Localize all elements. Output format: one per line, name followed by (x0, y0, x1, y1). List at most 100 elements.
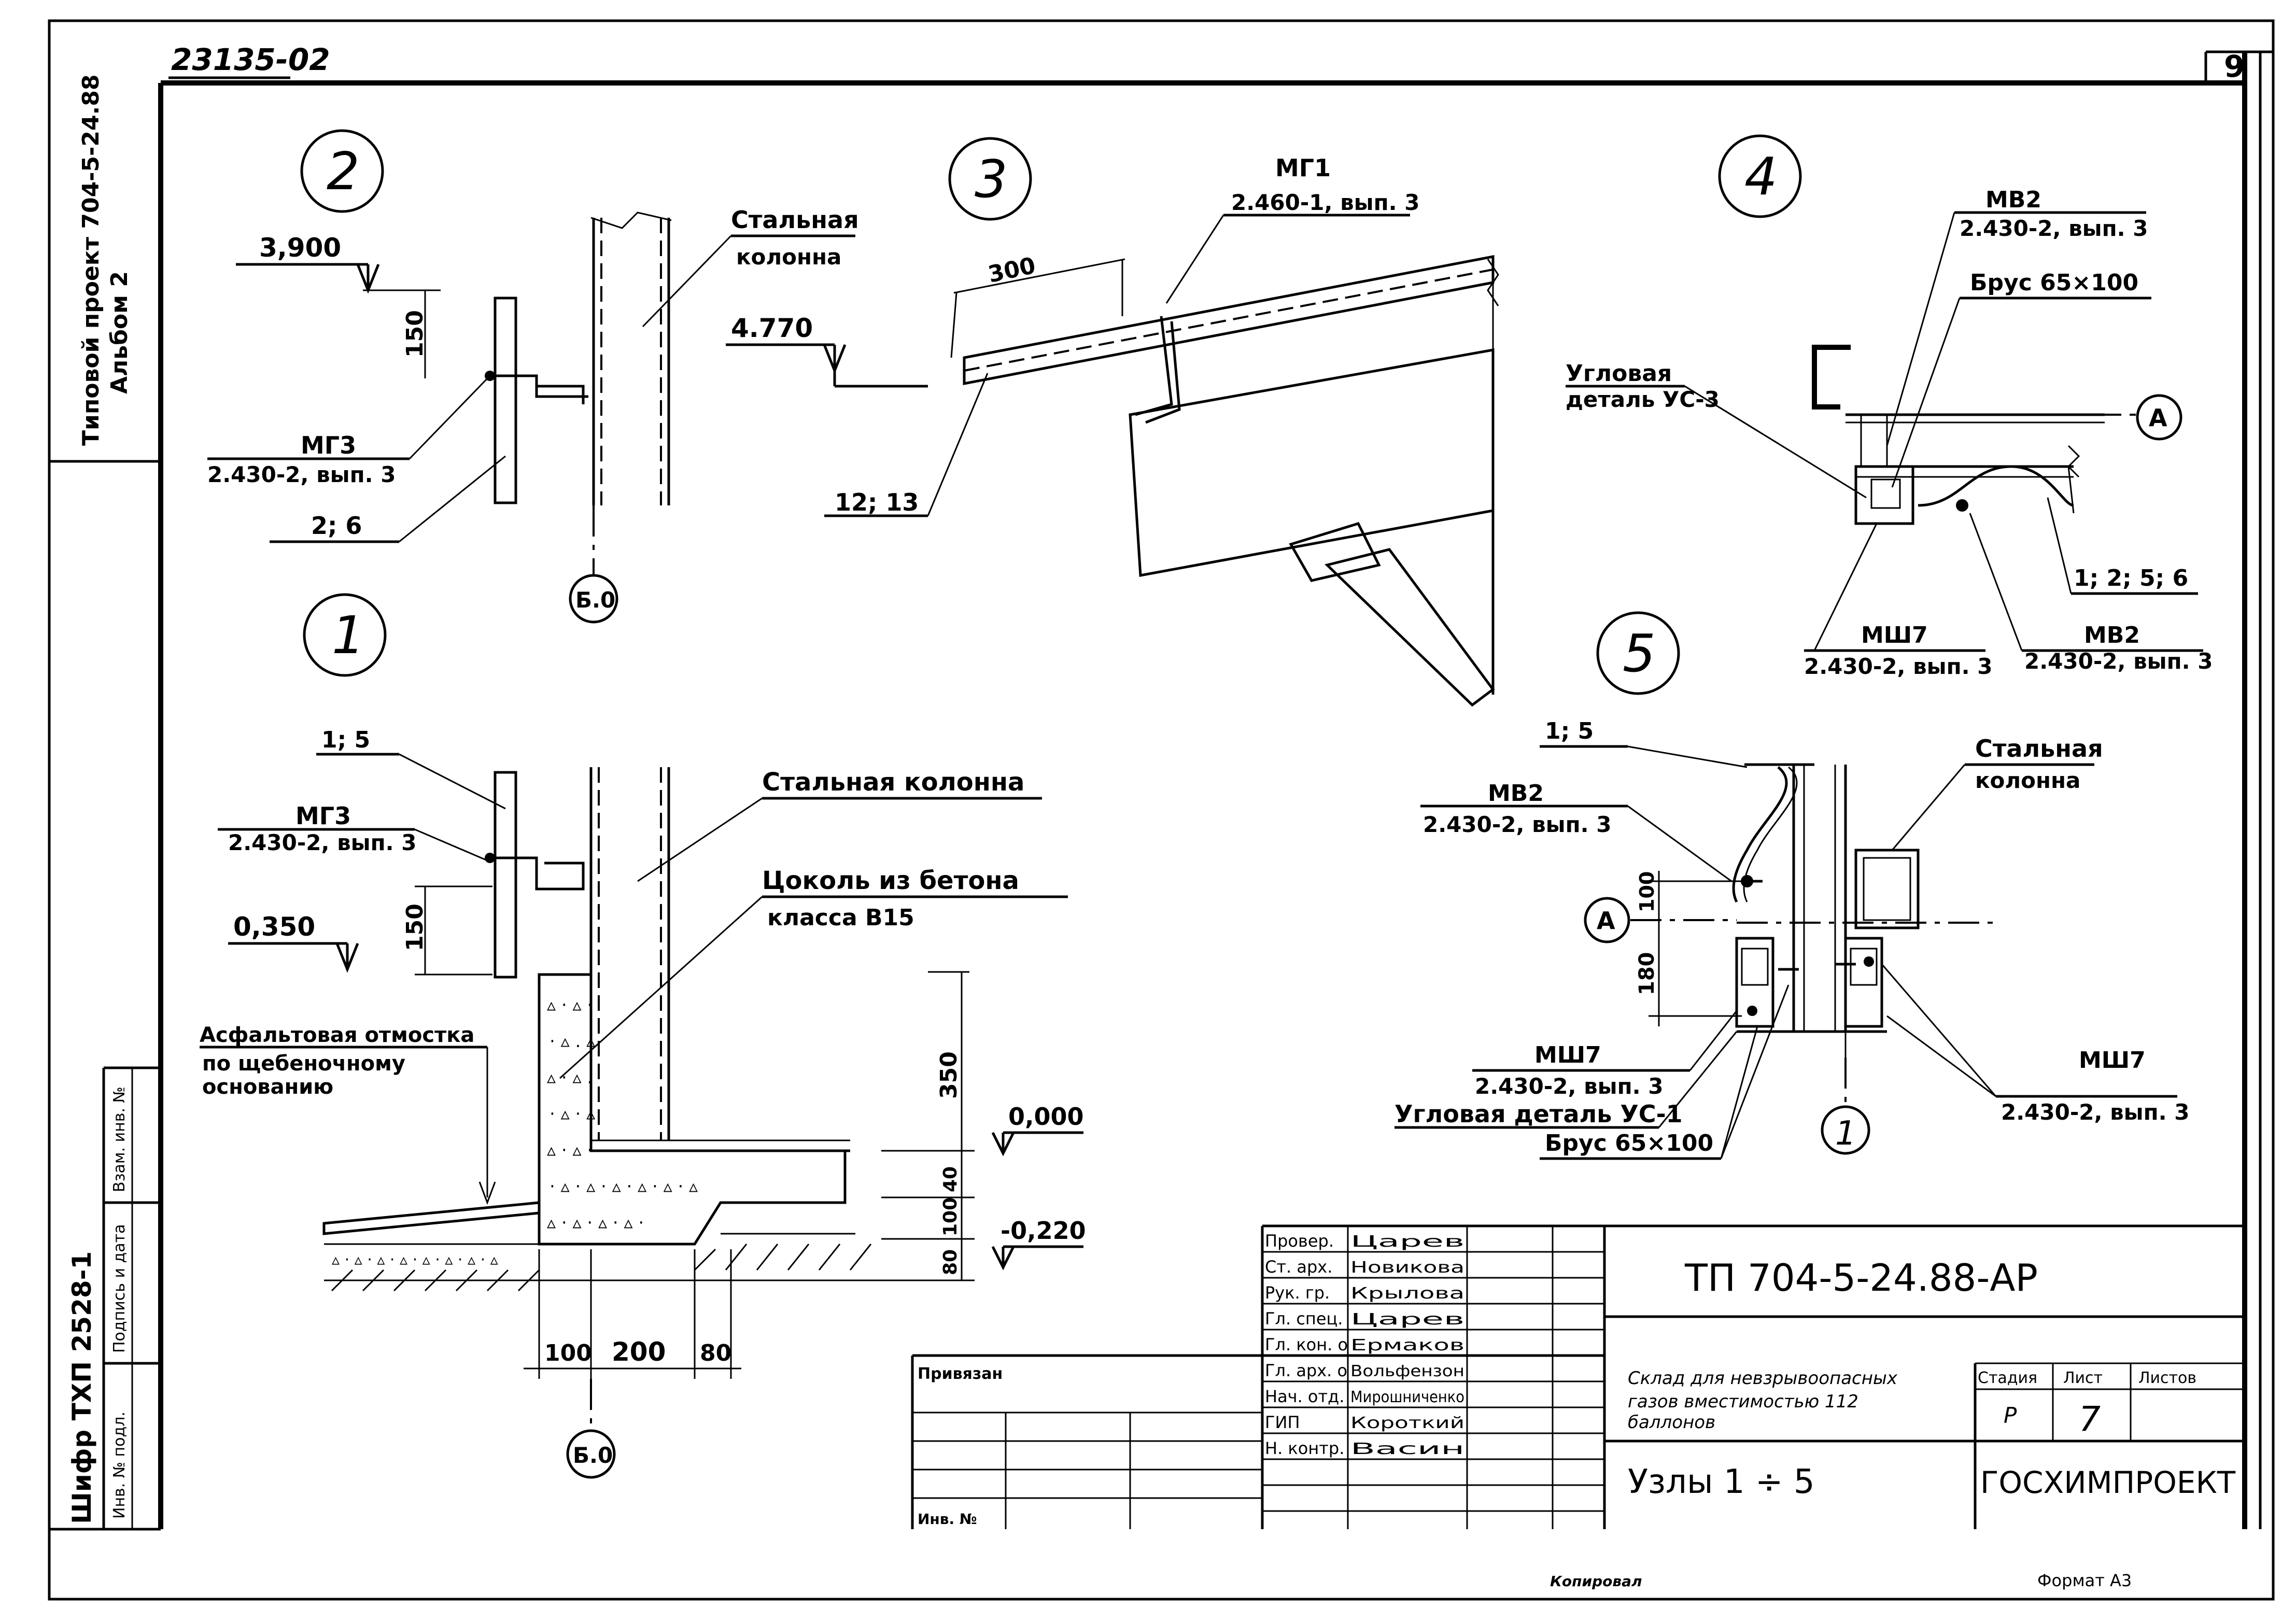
signature-role: ГИП (1265, 1413, 1300, 1432)
node-2: 2 3,900 150 Стальная колонна МГ3 2.430-2… (207, 129, 859, 624)
drawing-code: 23135-02 (171, 42, 330, 77)
node-1-mg-ref: 2.430-2, вып. 3 (228, 830, 416, 855)
sheet-corner-number: 9 (2224, 49, 2245, 84)
svg-text:· ▵ · ▵ · ▵ · ▵ · ▵ · ▵: · ▵ · ▵ · ▵ · ▵ · ▵ · ▵ (550, 1176, 698, 1197)
node-1-dim-350: 350 (936, 1051, 962, 1099)
node-4-msh-ref: 2.430-2, вып. 3 (1804, 654, 1992, 679)
title-block: Привязан Инв. № ТП 704-5-24.88-АР Склад … (911, 1224, 2245, 1529)
node-4-mv-ref: 2.430-2, вып. 3 (1960, 216, 2148, 241)
footer-format: Формат А3 (2037, 1571, 2132, 1590)
node-1-asphalt-3: основанию (202, 1075, 333, 1099)
ground-hatch (324, 1244, 912, 1292)
node-4-mv2-label: МВ2 (2084, 622, 2140, 648)
sheet-title: Узлы 1 ÷ 5 (1628, 1463, 1815, 1501)
node-5-col-label-1: Стальная (1975, 735, 2103, 763)
signature-role: Рук. гр. (1265, 1283, 1330, 1303)
gravel-speckles: ▵ · ▵ · ▵ · ▵ · ▵ · ▵ · ▵ · ▵ (332, 1251, 498, 1269)
node-3-part: 12; 13 (835, 488, 919, 516)
node-4-corner-2: деталь УС-3 (1566, 387, 1720, 412)
node-5-dim-100: 100 (1636, 871, 1658, 912)
signature-name: Царев (1350, 1233, 1464, 1251)
svg-text:· ▵ · ▵: · ▵ · ▵ (550, 1104, 595, 1124)
node-5-msh-label: МШ7 (1534, 1042, 1601, 1068)
node-1-dim-40: 40 (940, 1166, 961, 1192)
node-4-corner-1: Угловая (1566, 360, 1672, 387)
node-2-mg-ref: 2.430-2, вып. 3 (207, 462, 396, 487)
sheets-label: Листов (2138, 1369, 2196, 1387)
node-1-level-neg: -0,220 (1001, 1217, 1086, 1245)
attached-label: Привязан (918, 1365, 1003, 1383)
svg-text:▵ · ▵ ·: ▵ · ▵ · (547, 995, 593, 1015)
footer-copied: Копировал (1550, 1573, 1642, 1590)
signature-name: Васин (1350, 1440, 1464, 1458)
node-4-number: 4 (1744, 146, 1778, 207)
node-4-mv2-ref: 2.430-2, вып. 3 (2024, 648, 2213, 674)
node-2-level: 3,900 (259, 233, 341, 263)
signature-name: Короткий (1350, 1414, 1464, 1432)
node-3-dim: 300 (986, 252, 1038, 288)
node-2-axis: Б.0 (575, 587, 615, 613)
node-4-mv-label: МВ2 (1985, 187, 2041, 213)
concrete-speckles: ▵ · ▵ · · ▵ . ▵ ▵ · ▵ . · ▵ · ▵ ▵ · ▵ · … (547, 995, 698, 1233)
node-4-axis: А (2149, 404, 2167, 432)
node-5-corner: Угловая деталь УС-1 (1394, 1100, 1683, 1128)
node-1-col-label: Стальная колонна (762, 768, 1024, 797)
node-1-level-0: 0,000 (1008, 1103, 1084, 1131)
inv-label: Инв. № (918, 1511, 977, 1528)
node-5-part: 1; 5 (1545, 718, 1594, 744)
side-cipher: Шифр ТХП 2528-1 (67, 1251, 97, 1524)
side-col-inv: Инв. № подл. (110, 1412, 129, 1519)
node-1-asphalt-1: Асфальтовая отмостка (200, 1023, 474, 1047)
node-1-dim-100v: 100 (940, 1197, 961, 1236)
svg-text:▵ · ▵ .: ▵ · ▵ . (547, 1067, 593, 1088)
signature-name: Вольфензон (1350, 1362, 1464, 1380)
desc-line-3: баллонов (1628, 1412, 1715, 1433)
signature-role: Гл. кон. о (1265, 1335, 1348, 1354)
node-1-asphalt-2: по щебеночному (202, 1052, 405, 1076)
desc-line-1: Склад для невзрывоопасных (1628, 1368, 1898, 1389)
node-5-msh-ref: 2.430-2, вып. 3 (1475, 1074, 1663, 1099)
node-2-col-label-1: Стальная (731, 206, 859, 234)
node-1-axis: Б.0 (573, 1443, 613, 1468)
node-2-dim: 150 (402, 310, 428, 358)
node-3-mg-ref: 2.460-1, вып. 3 (1231, 190, 1419, 215)
node-4-msh-label: МШ7 (1861, 622, 1928, 648)
node-1-plinth-2: класса В15 (767, 905, 914, 931)
stage-label: Стадия (1978, 1369, 2037, 1387)
node-1-dim: 150 (402, 904, 428, 951)
node-1-level: 0,350 (233, 912, 315, 942)
svg-text:▵ · ▵ · ▵ · ▵ ·: ▵ · ▵ · ▵ · ▵ · (547, 1212, 644, 1233)
node-5-mv-ref: 2.430-2, вып. 3 (1423, 812, 1611, 837)
sheet-number: 7 (2079, 1399, 2101, 1439)
node-5-axis2: 1 (1835, 1114, 1856, 1153)
side-col-sign: Подпись и дата (110, 1224, 129, 1353)
node-1: 1 1; 5 МГ3 2.430-2, вып. 3 0,350 150 ▵ (200, 593, 1086, 1479)
node-1-plinth-1: Цоколь из бетона (762, 866, 1019, 895)
side-col-vzam: Взам. инв. № (110, 1086, 129, 1192)
node-3-mg-label: МГ1 (1275, 154, 1331, 182)
signature-role: Гл. спец. (1265, 1309, 1343, 1329)
node-5-mv-label: МВ2 (1488, 780, 1544, 807)
signature-name: Крылова (1350, 1285, 1464, 1303)
signature-name: Ермаков (1350, 1336, 1464, 1354)
node-1-dim-100: 100 (544, 1340, 592, 1366)
node-1-dim-200: 200 (612, 1337, 666, 1367)
svg-text:▵ · ▵ ·: ▵ · ▵ · (547, 1140, 593, 1161)
node-2-mg-label: МГ3 (301, 431, 356, 459)
node-3-level: 4.770 (731, 313, 813, 343)
node-5: 5 1; 5 МВ2 2.430-2, вып. 3 Стальная коло… (1394, 611, 2189, 1160)
signature-role: Ст. арх. (1265, 1257, 1332, 1277)
node-5-number: 5 (1623, 623, 1656, 684)
node-5-msh2-label: МШ7 (2079, 1047, 2146, 1074)
node-1-part: 1; 5 (321, 727, 370, 753)
svg-text:· ▵ . ▵: · ▵ . ▵ (550, 1031, 595, 1052)
node-1-dim-80: 80 (700, 1340, 731, 1366)
node-1-mg-label: МГ3 (295, 802, 351, 830)
node-4-brus: Брус 65×100 (1970, 270, 2138, 296)
organization: ГОСХИМПРОЕКТ (1980, 1465, 2236, 1500)
stage-value: Р (2004, 1403, 2017, 1428)
node-5-axis: А (1597, 907, 1615, 935)
signature-role: Нач. отд. (1265, 1387, 1344, 1406)
